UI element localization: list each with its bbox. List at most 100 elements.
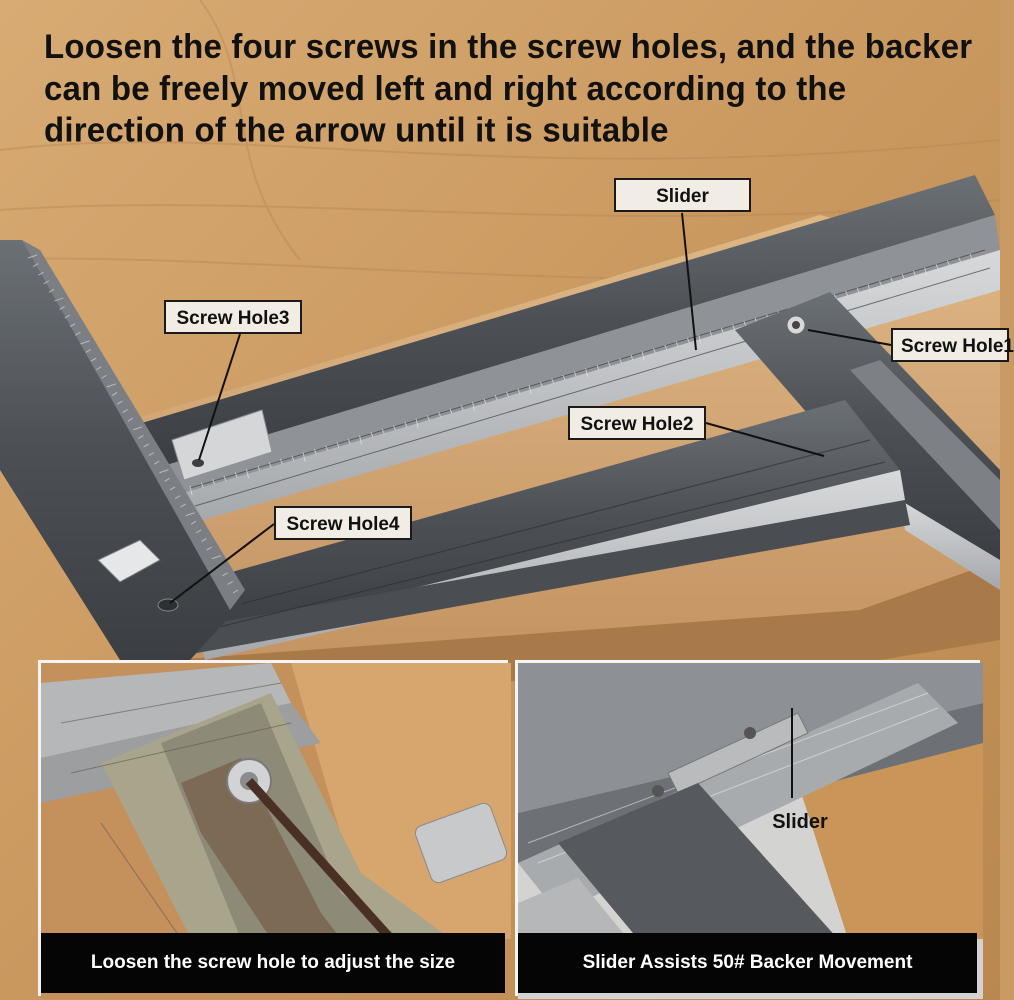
- ruler-tick: [48, 288, 55, 293]
- ruler-tick: [54, 297, 64, 302]
- ruler-tick: [257, 465, 261, 472]
- ruler-tick: [169, 486, 176, 491]
- ruler-tick: [506, 391, 509, 398]
- ruler-tick: [483, 398, 487, 404]
- ruler-tick: [359, 435, 363, 445]
- ruler-tick: [551, 378, 555, 384]
- ruler-tick: [698, 334, 702, 344]
- ruler-tick: [393, 425, 396, 431]
- instruction-headline: Loosen the four screws in the screw hole…: [44, 27, 973, 149]
- inset-loosen-screw: Loosen the screw hole to adjust the size: [38, 660, 511, 999]
- ruler-tick: [709, 331, 713, 337]
- ruler-tick: [958, 257, 962, 263]
- callout-screw-hole-1: Screw Hole1: [891, 328, 1014, 362]
- ruler-tick: [969, 253, 973, 260]
- ruler-tick: [59, 306, 65, 310]
- ruler-tick: [539, 381, 543, 387]
- inset-slider-assist: Slider Slider Assists 50# Backer Movemen…: [515, 660, 983, 999]
- ruler-tick: [494, 395, 498, 401]
- ruler-tick: [111, 392, 118, 396]
- ruler-tick: [38, 271, 44, 276]
- ruler-tick: [159, 469, 169, 474]
- ruler-tick: [686, 337, 690, 344]
- ruler-tick: [528, 385, 532, 395]
- inset-right-caption: Slider Assists 50# Backer Movement: [518, 933, 977, 993]
- ruler-tick: [117, 400, 123, 405]
- ruler-tick: [174, 495, 181, 499]
- ruler-tick: [562, 374, 566, 381]
- ruler-tick: [64, 314, 71, 319]
- ruler-tick: [127, 417, 134, 422]
- ruler-tick: [32, 263, 39, 268]
- ruler-tick: [946, 260, 950, 266]
- ruler-tick: [302, 452, 306, 462]
- ruler-tick: [890, 277, 894, 283]
- ruler-tick: [212, 479, 216, 485]
- ruler-tick: [106, 383, 117, 388]
- ruler-tick: [517, 388, 521, 394]
- callout-slider: Slider: [614, 178, 751, 212]
- ruler-tick: [867, 284, 871, 294]
- ruler-tick: [189, 485, 193, 496]
- ruler-tick: [404, 421, 408, 428]
- ruler-tick: [720, 327, 724, 334]
- callout-screw-hole-3: Screw Hole3: [164, 300, 302, 334]
- ruler-tick: [132, 426, 143, 431]
- ruler-tick: [924, 267, 928, 277]
- ruler-tick: [206, 546, 212, 551]
- ruler-tick: [180, 503, 186, 508]
- ruler-tick: [585, 368, 589, 378]
- ruler-tick: [381, 428, 385, 435]
- inset-right-slider-label: Slider: [772, 811, 828, 833]
- ruler-tick: [619, 358, 623, 364]
- ruler-tick: [190, 520, 197, 525]
- ruler-tick: [653, 347, 656, 354]
- ruler-tick: [223, 475, 227, 482]
- ruler-tick: [438, 411, 442, 418]
- ruler-tick: [336, 442, 340, 448]
- ruler-tick: [370, 432, 374, 438]
- ruler-tick: [122, 409, 128, 414]
- ruler-tick: [675, 341, 679, 347]
- ruler-tick: [347, 438, 351, 445]
- ruler-tick: [913, 270, 916, 276]
- ruler-tick: [96, 366, 102, 371]
- ruler-tick: [325, 445, 329, 451]
- inset-left-caption: Loosen the screw hole to adjust the size: [41, 933, 505, 993]
- ruler-tick: [227, 580, 234, 585]
- ruler-tick: [85, 349, 92, 353]
- ruler-tick: [101, 374, 107, 379]
- ruler-tick: [234, 472, 238, 478]
- ruler-tick: [415, 418, 419, 428]
- ruler-tick: [268, 462, 272, 468]
- ruler-tick: [27, 254, 38, 259]
- ruler-tick: [313, 448, 317, 455]
- ruler-tick: [935, 263, 939, 270]
- ruler-tick: [185, 512, 195, 517]
- ruler-tick: [80, 340, 90, 345]
- ruler-tick: [75, 331, 81, 336]
- ruler-tick: [449, 408, 453, 414]
- ruler-tick: [69, 323, 76, 328]
- callout-screw-hole-4: Screw Hole4: [274, 506, 412, 540]
- ruler-tick: [607, 361, 611, 367]
- ruler-tick: [148, 452, 155, 456]
- ruler-tick: [845, 290, 849, 297]
- ruler-tick: [138, 434, 144, 439]
- ruler-tick: [246, 469, 250, 479]
- ruler-tick: [279, 458, 283, 465]
- ruler-tick: [901, 273, 905, 280]
- ruler-tick: [222, 572, 228, 577]
- ruler-tick: [232, 589, 239, 594]
- ruler-tick: [664, 344, 668, 350]
- ruler-tick: [743, 321, 747, 327]
- ruler-tick: [201, 538, 207, 542]
- ruler-tick: [732, 324, 736, 330]
- ruler-tick: [200, 482, 204, 488]
- ruler-tick: [164, 477, 170, 482]
- ruler-tick: [573, 371, 577, 377]
- ruler-tick: [291, 455, 295, 461]
- ruler-tick: [43, 280, 50, 285]
- callout-screw-hole-2: Screw Hole2: [568, 406, 706, 440]
